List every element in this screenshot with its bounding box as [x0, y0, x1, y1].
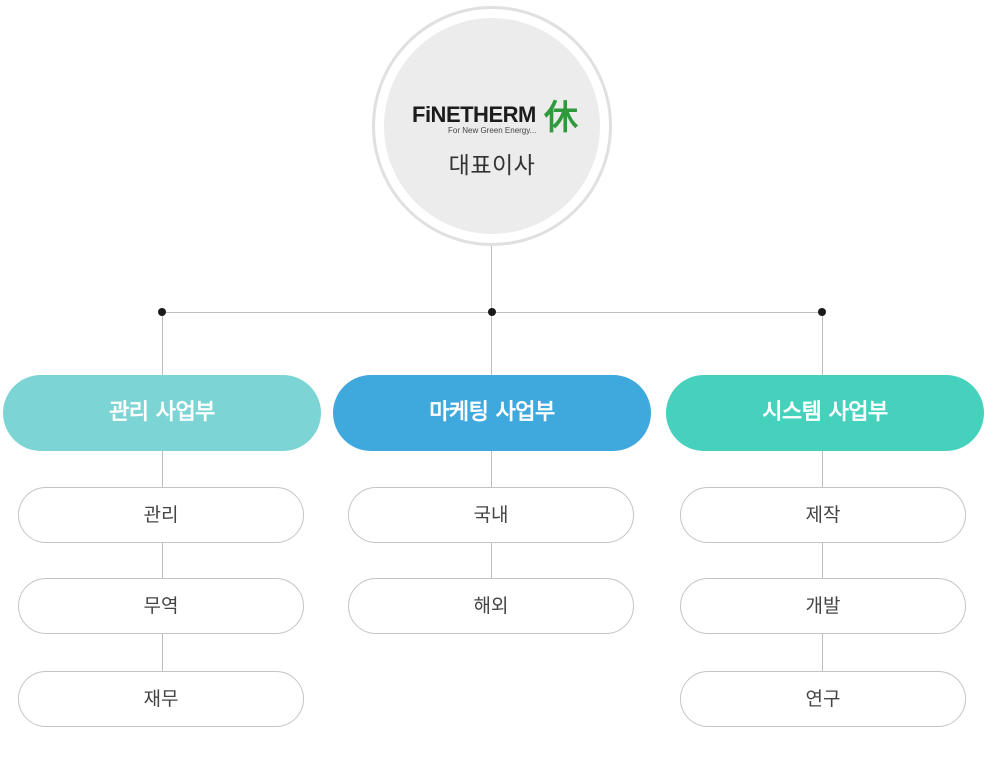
ceo-title: 대표이사	[448, 153, 536, 179]
team-management-admin: 관리	[18, 487, 304, 543]
company-logo: FiNETHERM For New Green Energy... 休	[412, 92, 592, 138]
node-dot-marketing	[488, 308, 496, 316]
team-marketing-domestic: 국내	[348, 487, 634, 543]
logo-mark: 休	[544, 98, 578, 138]
dept-system: 시스템 사업부	[666, 375, 984, 451]
dept-connector-management	[162, 313, 163, 375]
dept-marketing: 마케팅 사업부	[333, 375, 651, 451]
logo-brand: FiNETHERM	[412, 102, 536, 127]
team-system-production: 제작	[680, 487, 966, 543]
team-connector-management	[162, 451, 163, 671]
node-dot-management	[158, 308, 166, 316]
dept-management: 관리 사업부	[3, 375, 321, 451]
ceo-circle	[384, 18, 600, 234]
team-system-research: 연구	[680, 671, 966, 727]
ceo-connector	[491, 246, 492, 313]
team-connector-system	[822, 451, 823, 671]
team-marketing-overseas: 해외	[348, 578, 634, 634]
logo-tagline: For New Green Energy...	[448, 126, 537, 135]
team-management-finance: 재무	[18, 671, 304, 727]
team-management-trade: 무역	[18, 578, 304, 634]
dept-connector-marketing	[491, 313, 492, 375]
dept-connector-system	[822, 313, 823, 375]
team-system-development: 개발	[680, 578, 966, 634]
node-dot-system	[818, 308, 826, 316]
